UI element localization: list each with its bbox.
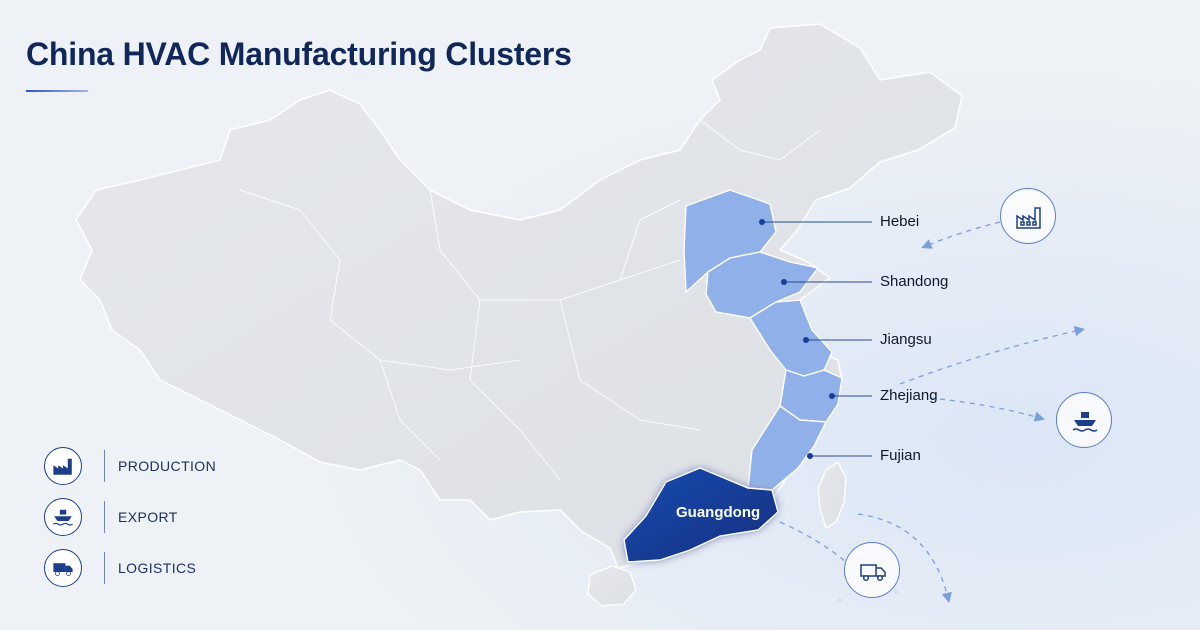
- label-shandong: Shandong: [880, 273, 949, 290]
- china-landmass: [75, 23, 963, 569]
- ship-icon: [44, 498, 82, 536]
- flow-arrow-zhejiang-out: [899, 326, 1086, 385]
- legend-item-production: PRODUCTION: [44, 444, 264, 490]
- callout-dot-zhejiang: [829, 393, 835, 399]
- region-guangdong[interactable]: [623, 467, 779, 563]
- legend-divider: [104, 501, 105, 533]
- truck-icon: [844, 542, 900, 598]
- label-guangdong: Guangdong: [676, 504, 761, 521]
- truck-icon: [44, 549, 82, 587]
- taiwan-island: [817, 460, 847, 530]
- flow-arrow-south: [857, 513, 952, 604]
- flow-arrow-ship: [929, 397, 1046, 422]
- legend-divider: [104, 450, 105, 482]
- region-jiangsu[interactable]: [749, 299, 833, 377]
- factory-icon: [44, 447, 82, 485]
- label-jiangsu: Jiangsu: [880, 331, 932, 348]
- ship-icon: [1056, 392, 1112, 448]
- legend-label: LOGISTICS: [118, 560, 197, 576]
- flow-arrow-hebei: [921, 221, 1001, 249]
- label-fujian: Fujian: [880, 447, 921, 464]
- callout-dot-shandong: [781, 279, 787, 285]
- label-hebei: Hebei: [880, 213, 920, 230]
- flow-arrow-truck: [779, 521, 847, 563]
- label-zhejiang: Zhejiang: [880, 387, 938, 404]
- legend-label: PRODUCTION: [118, 458, 217, 474]
- legend-item-export: EXPORT: [44, 495, 264, 541]
- legend-label: EXPORT: [118, 509, 178, 525]
- page-title: China HVAC Manufacturing Clusters: [26, 36, 572, 72]
- title-underline: [26, 90, 88, 92]
- legend-divider: [104, 552, 105, 584]
- callout-dot-jiangsu: [803, 337, 809, 343]
- region-fujian[interactable]: [747, 405, 828, 491]
- region-shandong[interactable]: [705, 251, 820, 319]
- island-dot: [894, 590, 898, 594]
- island-dot: [838, 598, 842, 602]
- hainan-island: [587, 565, 637, 607]
- callout-dot-hebei: [759, 219, 765, 225]
- province-borders: [239, 119, 821, 481]
- factory-icon: [1000, 188, 1056, 244]
- legend-item-logistics: LOGISTICS: [44, 546, 264, 592]
- callout-dot-fujian: [807, 453, 813, 459]
